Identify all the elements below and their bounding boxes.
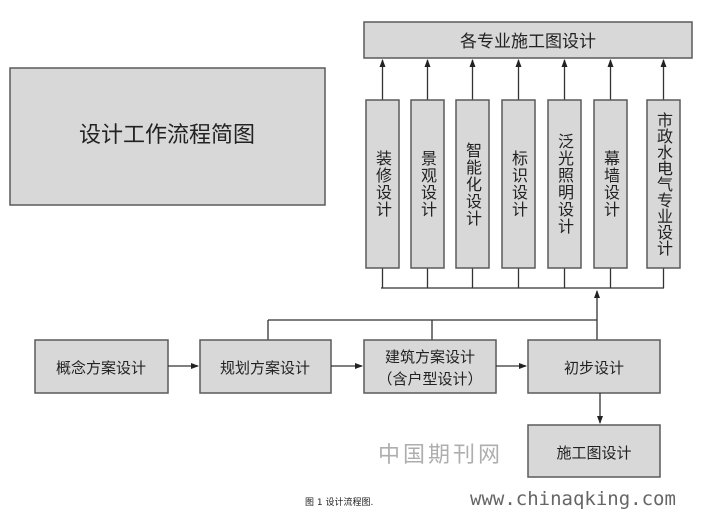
concept-design-label: 概念方案设计 bbox=[56, 359, 146, 377]
specialty-construction-label: 各专业施工图设计 bbox=[460, 32, 596, 52]
specialty-box-frame bbox=[410, 99, 445, 269]
preliminary-design-label: 初步设计 bbox=[564, 359, 624, 377]
specialty-label-floodlighting: 泛光照明设计 bbox=[555, 133, 574, 235]
specialty-label-signage: 标识设计 bbox=[509, 150, 528, 218]
specialty-box bbox=[410, 59, 445, 288]
specialty-label-municipal-utilities: 市政水电气专业设计 bbox=[654, 112, 673, 256]
specialty-label-curtain-wall: 幕墙设计 bbox=[601, 150, 620, 218]
specialty-box-frame bbox=[547, 99, 582, 269]
specialty-box bbox=[646, 59, 681, 288]
specialty-box bbox=[547, 59, 582, 288]
construction-drawing-box: 施工图设计 bbox=[527, 424, 661, 478]
specialty-box-frame bbox=[501, 99, 536, 269]
specialty-box-frame bbox=[365, 99, 400, 269]
specialty-box-frame bbox=[455, 99, 490, 269]
figure-caption: 图 1 设计流程图. bbox=[305, 496, 373, 508]
specialty-box bbox=[455, 59, 490, 288]
specialty-label-intelligent: 智能化设计 bbox=[463, 141, 482, 227]
planning-design-box: 规划方案设计 bbox=[199, 339, 332, 394]
construction-drawing-label: 施工图设计 bbox=[556, 444, 631, 462]
title-box: 设计工作流程简图 bbox=[9, 67, 326, 206]
specialty-label-decoration: 装修设计 bbox=[373, 150, 392, 218]
architecture-design-label: 建筑方案设计 bbox=[385, 348, 475, 366]
specialty-box-frame bbox=[646, 99, 681, 269]
architecture-design-box: 建筑方案设计 （含户型设计） bbox=[363, 339, 497, 394]
specialty-box bbox=[501, 59, 536, 288]
specialty-label-landscape: 景观设计 bbox=[418, 150, 437, 218]
watermark-url: www.chinaqking.com bbox=[470, 488, 676, 510]
watermark-cn: 中国期刊网 bbox=[378, 443, 503, 468]
preliminary-design-box: 初步设计 bbox=[527, 339, 661, 394]
specialty-box bbox=[593, 59, 628, 288]
diagram-title: 设计工作流程简图 bbox=[79, 123, 255, 148]
specialty-box-frame bbox=[593, 99, 628, 269]
concept-design-box: 概念方案设计 bbox=[34, 339, 169, 394]
specialty-box bbox=[365, 59, 400, 288]
architecture-design-sublabel: （含户型设计） bbox=[377, 370, 482, 388]
specialty-boxes bbox=[365, 59, 681, 288]
planning-design-label: 规划方案设计 bbox=[220, 359, 310, 377]
specialty-construction-box: 各专业施工图设计 bbox=[363, 21, 693, 59]
